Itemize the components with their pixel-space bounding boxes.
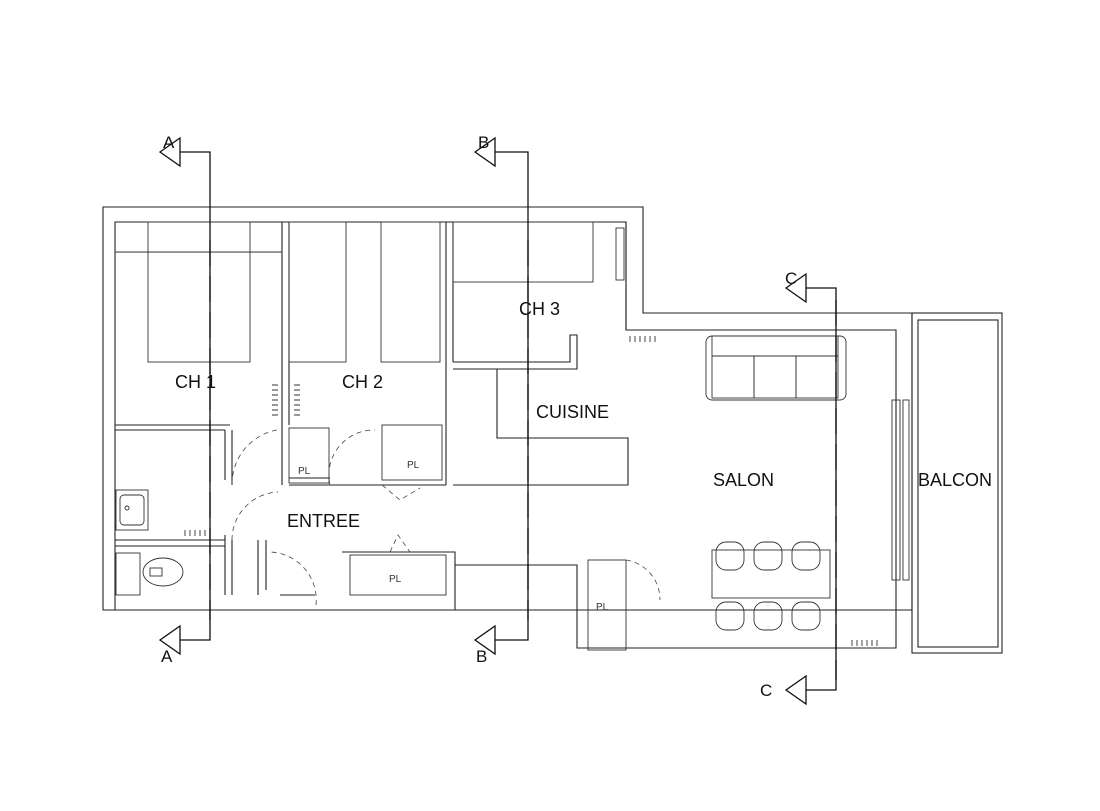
section-marker-c-bottom: C (760, 681, 772, 700)
closet-label-1: PL (298, 466, 311, 477)
room-label-salon: SALON (713, 470, 774, 490)
closet-label-3: PL (389, 574, 402, 585)
balcony (911, 312, 1003, 654)
closets (288, 424, 627, 651)
sofa (705, 335, 847, 401)
closet-label-4: PL (596, 602, 609, 613)
room-label-ch2: CH 2 (342, 372, 383, 392)
doors (231, 429, 661, 606)
section-marker-a-bottom: A (161, 647, 173, 666)
section-marker-b-top: B (478, 133, 489, 152)
room-label-entree: ENTREE (287, 511, 360, 531)
section-marker-a-top: A (163, 133, 175, 152)
section-cuts (158, 136, 837, 706)
room-label-balcon: BALCON (918, 470, 992, 490)
closet-label-2: PL (407, 460, 420, 471)
section-marker-c-top: C (785, 269, 797, 288)
radiators (184, 336, 878, 646)
dining-set (711, 541, 831, 631)
room-label-cuisine: CUISINE (536, 402, 609, 422)
room-label-ch1: CH 1 (175, 372, 216, 392)
beds (114, 221, 594, 363)
room-label-ch3: CH 3 (519, 299, 560, 319)
windows (615, 227, 910, 581)
section-marker-b-bottom: B (476, 647, 487, 666)
bathroom-fixtures (115, 489, 184, 596)
